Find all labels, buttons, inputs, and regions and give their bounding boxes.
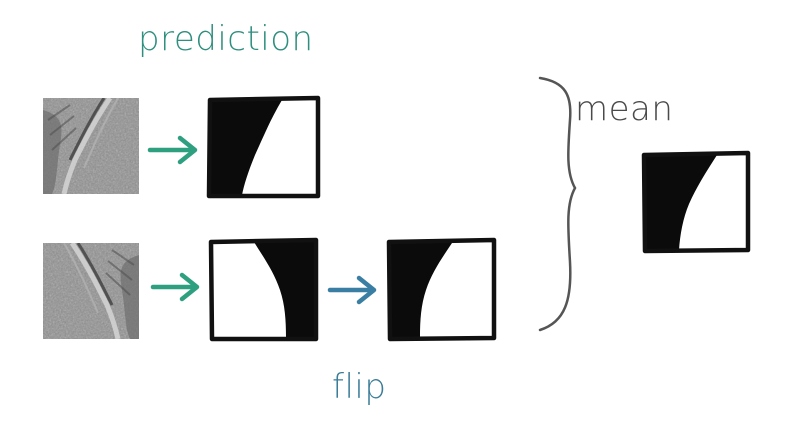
input-image-flipped bbox=[43, 243, 139, 339]
right-arrow-icon bbox=[147, 135, 198, 165]
prediction-mask-original bbox=[206, 95, 321, 199]
input-image-original bbox=[43, 98, 139, 194]
right-arrow-icon bbox=[150, 272, 200, 302]
prediction-label: prediction bbox=[138, 19, 314, 59]
right-curly-brace-icon bbox=[538, 76, 577, 332]
mean-label: mean bbox=[575, 89, 673, 129]
prediction-mask-flipped bbox=[208, 237, 319, 342]
right-arrow-icon bbox=[327, 275, 377, 305]
prediction-mask-flipped-back bbox=[386, 237, 497, 342]
flip-label: flip bbox=[332, 367, 386, 407]
mean-mask bbox=[641, 150, 751, 254]
